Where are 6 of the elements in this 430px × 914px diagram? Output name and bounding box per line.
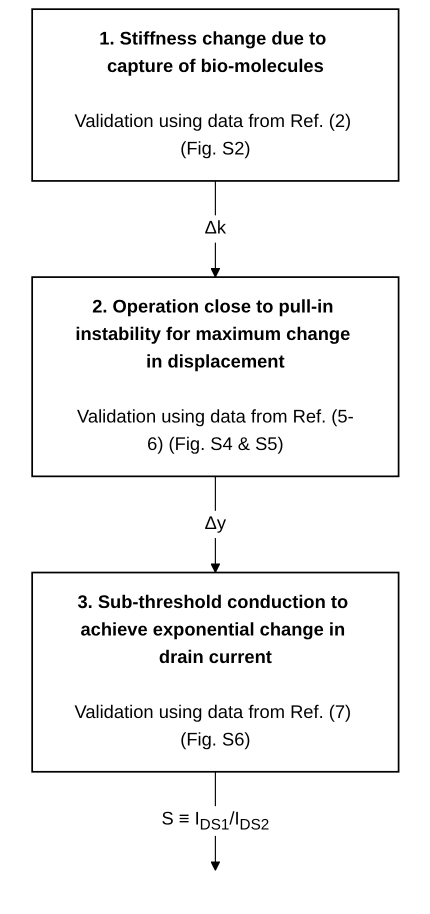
node-box: 2. Operation close to pull-in instability for maximum change in displacement Validation using data from Ref. (5-6) (Fig. S4 & S5) <box>30 276 400 478</box>
node-box: 3. Sub-threshold conduction to achieve exponential change in drain current Validation using data from Ref. (7) (Fig. S6) <box>30 572 400 773</box>
edge-label: S ≡ I$_{DS1}$/I$_{DS2}$ <box>161 810 269 833</box>
node-box: 1. Stiffness change due to capture of bio-molecules Validation using data from Ref. (2) (Fig. S2) <box>30 8 400 182</box>
edge-label: Δk <box>204 218 226 238</box>
edge-label: Δy <box>204 514 226 534</box>
